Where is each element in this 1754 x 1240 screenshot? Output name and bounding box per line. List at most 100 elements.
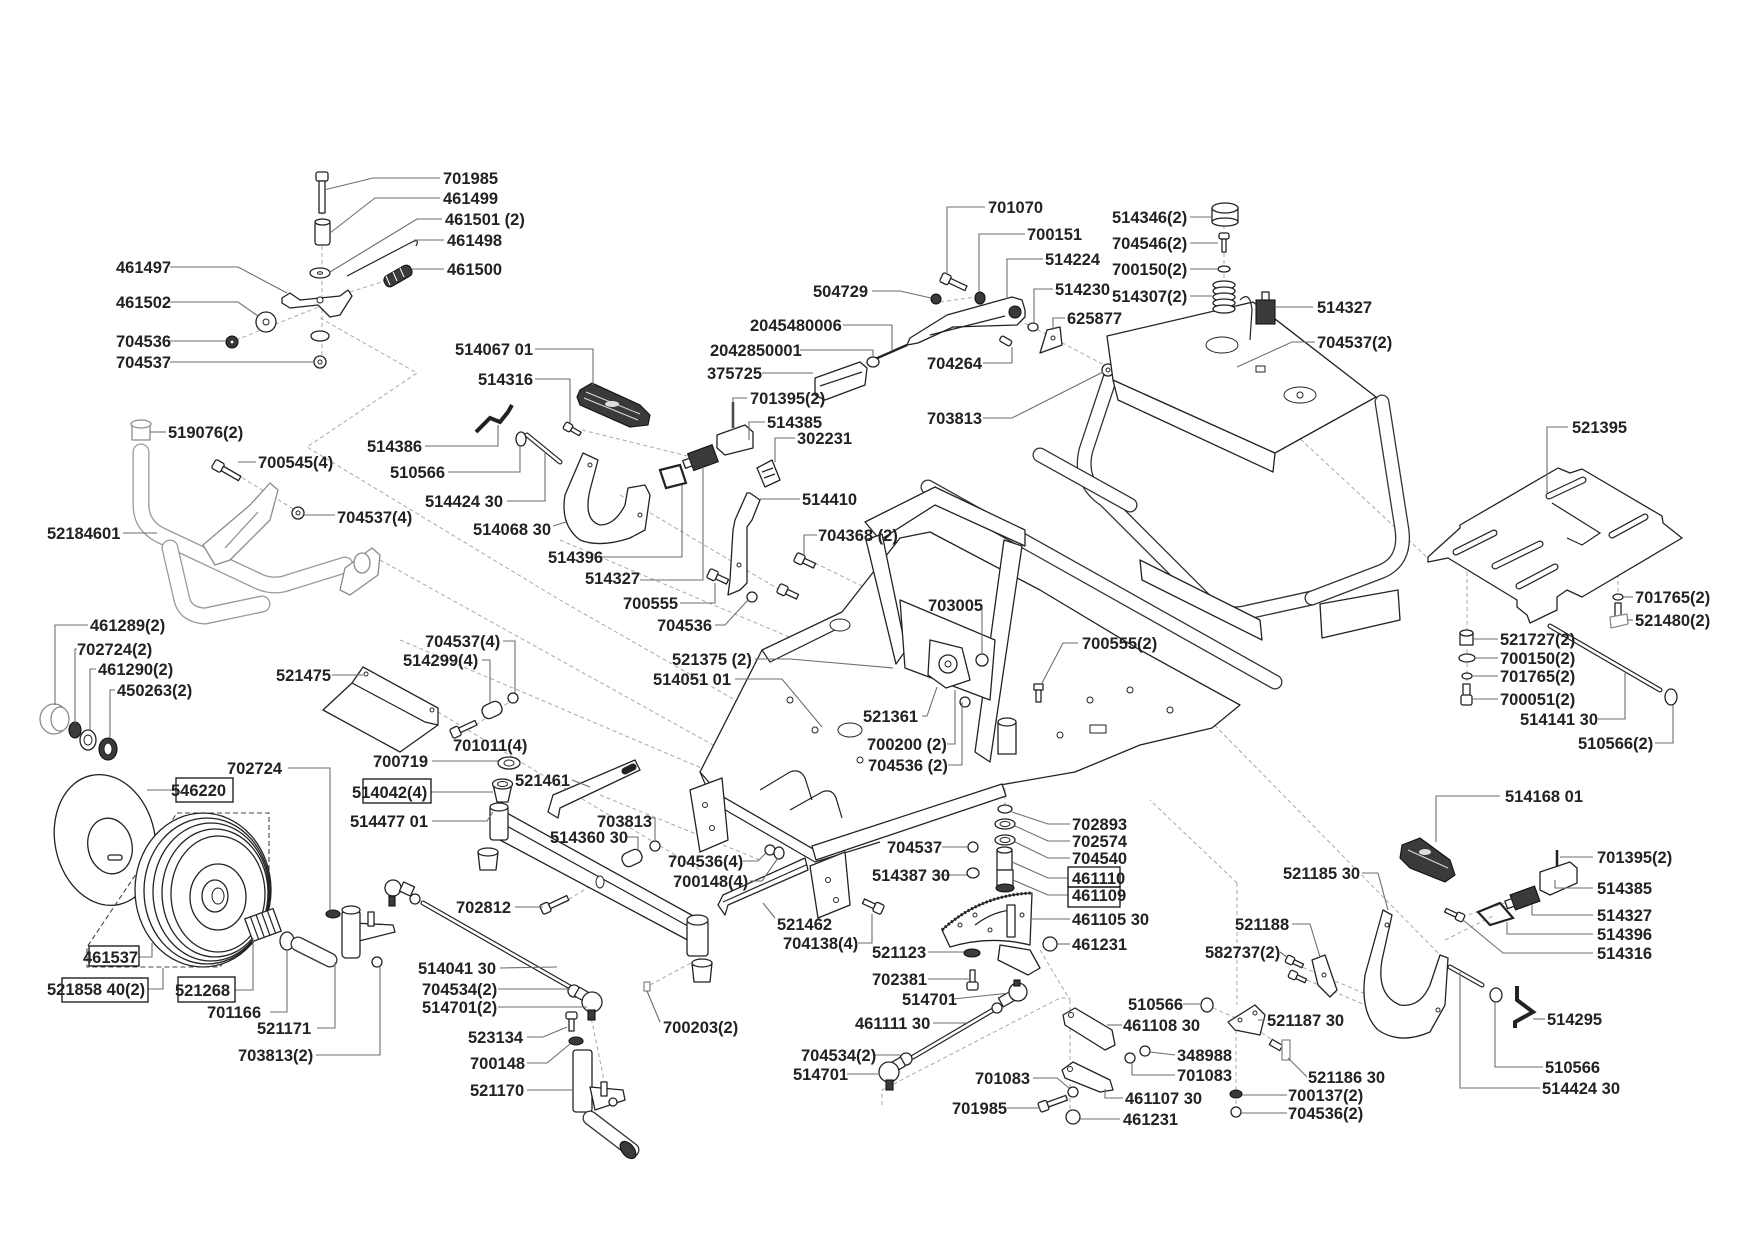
part-label: 704537(2) [1317, 334, 1392, 352]
leader-line [1531, 905, 1593, 916]
part-label: 702724 [227, 760, 283, 778]
leader-line [109, 689, 115, 738]
bracket-514385 [716, 424, 754, 456]
part-label: 703813 [597, 813, 652, 831]
lever-514224 [906, 296, 1026, 346]
stud-521480 [1609, 602, 1629, 629]
bolt-514316 [562, 421, 582, 437]
part-label: 704138(4) [783, 935, 858, 953]
ball-joint-left [384, 879, 416, 907]
seal-450263 [98, 737, 118, 761]
spacer-514387-30 [966, 867, 980, 879]
part-label: 700555 [623, 595, 678, 613]
part-label: 702724(2) [77, 641, 152, 659]
spring-514386 [474, 404, 514, 434]
part-label: 521185 30 [1283, 865, 1360, 883]
nut-704536 [746, 591, 758, 603]
leader-line [1287, 1057, 1308, 1078]
washer-701083 [1067, 1086, 1079, 1098]
pad-302231 [756, 459, 781, 488]
leader-line [1040, 642, 1078, 686]
leader-line [571, 779, 591, 788]
nut-704537 [313, 355, 327, 369]
assembly-line [469, 697, 516, 730]
leader-line [1362, 872, 1389, 911]
leader-line [507, 452, 546, 502]
leader-line [1131, 1063, 1175, 1076]
kit-box-546220 [175, 777, 234, 803]
bolt-704546 [1218, 232, 1230, 253]
part-label: 521395 [1572, 419, 1627, 437]
part-label: 704537(4) [337, 509, 412, 527]
washer-510566 [1200, 997, 1214, 1013]
ball-joint-514701 [878, 1056, 907, 1091]
bar-521461 [547, 759, 641, 819]
part-label: 704536 [116, 333, 171, 351]
spacer-461499 [314, 218, 331, 246]
bolt-701011 [449, 719, 478, 739]
part-label: 521858 40(2) [47, 981, 145, 999]
assembly-line [581, 429, 713, 463]
part-label: 704546(2) [1112, 235, 1187, 253]
spring-514295 [1513, 986, 1537, 1028]
part-label: 514385 [767, 414, 822, 432]
part-label: 514327 [1597, 907, 1652, 925]
nut-704537 [507, 692, 519, 704]
assembly-line [814, 562, 871, 591]
washer-461290 [79, 729, 97, 751]
part-label: 701765(2) [1635, 589, 1710, 607]
part-label: 701765(2) [1500, 668, 1575, 686]
bolt-700555 [706, 568, 730, 585]
part-label: 514224 [1045, 251, 1101, 269]
part-label: 703813(2) [238, 1047, 313, 1065]
leader-line [1435, 795, 1500, 842]
leader-line [316, 967, 381, 1056]
part-label: 521187 30 [1267, 1012, 1344, 1030]
bushing-514042 [491, 778, 514, 803]
nut-504729 [930, 293, 942, 305]
leader-line [527, 1026, 568, 1038]
washer-lower [310, 330, 330, 342]
part-label: 461290(2) [98, 661, 173, 679]
bracket-521187-30 [1227, 1004, 1266, 1036]
part-label: 461110 [1072, 870, 1125, 888]
roller-bearing-521268 [244, 907, 282, 943]
leader-line [978, 233, 1025, 292]
leader-line [432, 811, 494, 822]
pedal-arm-521185-30 [1363, 909, 1449, 1039]
part-label: 700051(2) [1500, 691, 1575, 709]
kit-boxes [61, 777, 1121, 1003]
leader-line [1494, 1002, 1543, 1068]
seat-tray [1106, 301, 1377, 473]
leader-line [803, 534, 817, 555]
cap-514346 [1211, 202, 1239, 227]
switch-514327 [1504, 885, 1541, 911]
part-label: 510566 [1545, 1059, 1600, 1077]
sector-625877 [1039, 326, 1063, 354]
kit-box-461537 [88, 945, 140, 967]
arm-461108-30 [1062, 1007, 1116, 1051]
part-label: 461231 [1123, 1111, 1178, 1129]
assembly-line [1149, 799, 1238, 884]
washer-700137 [1229, 1089, 1243, 1099]
spring-514307 [1212, 280, 1236, 314]
plate-521395 [1427, 467, 1683, 624]
steering-gear-521361 [927, 639, 971, 689]
part-label: 514067 01 [455, 341, 533, 359]
spacer-514360-30 [621, 848, 643, 868]
leader-line [170, 301, 259, 317]
part-label: 702381 [872, 971, 927, 989]
bracket-514410 [727, 492, 761, 596]
leader-line [1011, 861, 1068, 879]
part-label: 514307(2) [1112, 288, 1187, 306]
part-label: 704536 [657, 617, 712, 635]
lever-461497 [281, 289, 353, 318]
leader-line [535, 378, 571, 423]
part-label: 514141 30 [1520, 711, 1598, 729]
part-label: 704537(4) [425, 633, 500, 651]
wheel-kit-dashed-box [86, 812, 270, 968]
part-label: 702812 [456, 899, 511, 917]
bolt-702812 [539, 894, 570, 915]
washer-700150 [1458, 653, 1476, 663]
